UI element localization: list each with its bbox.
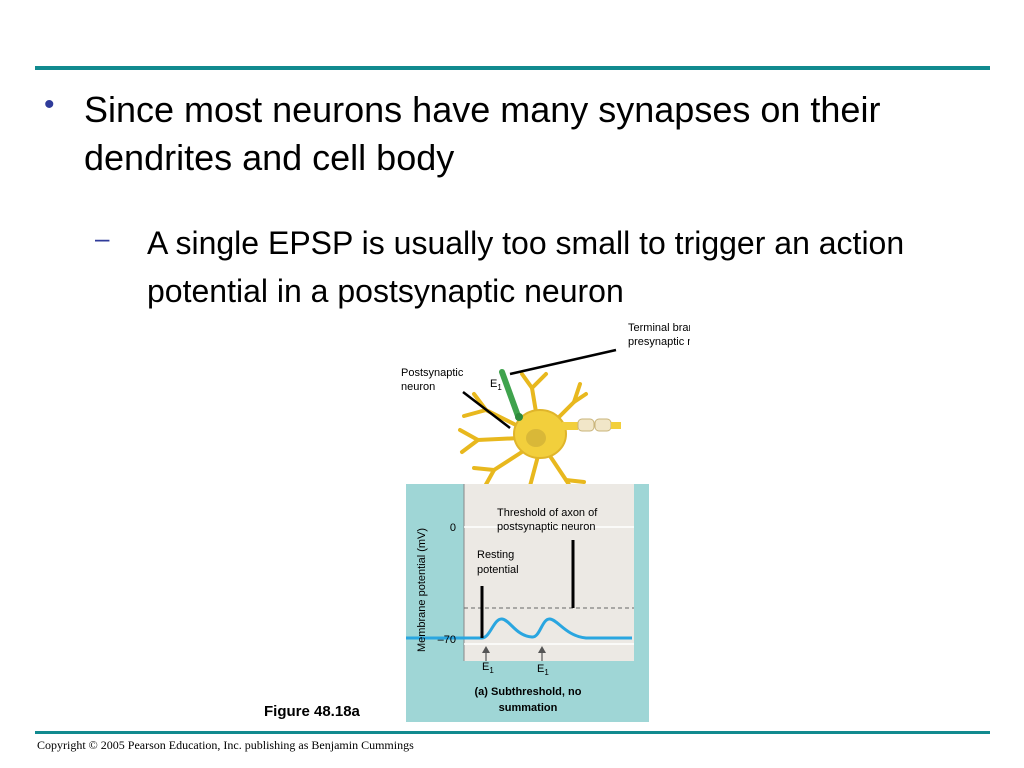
bottom-rule (35, 731, 990, 734)
resting-label-line2: potential (477, 564, 519, 576)
bullet-dot-icon: • (44, 88, 55, 122)
y-tick-minus70: –70 (438, 634, 456, 646)
terminal-pointer (510, 350, 616, 374)
dash-icon: – (95, 223, 109, 254)
postsyn-pointer (463, 392, 510, 428)
terminal-label-line1: Terminal branch of (628, 322, 690, 334)
resting-label-line1: Resting (477, 549, 514, 561)
bullet-text: Since most neurons have many synapses on… (84, 86, 984, 182)
epsp-figure: Terminal branch of presynaptic neuron Po… (390, 318, 690, 728)
axon (562, 419, 621, 431)
threshold-label-line2: postsynaptic neuron (497, 521, 595, 533)
presynaptic-terminal (502, 372, 518, 416)
y-tick-0: 0 (450, 522, 456, 534)
y-axis-label: Membrane potential (mV) (416, 528, 428, 652)
copyright-text: Copyright © 2005 Pearson Education, Inc.… (37, 738, 414, 753)
e1-label: E1 (490, 378, 502, 392)
sub-bullet-text: A single EPSP is usually too small to tr… (147, 219, 987, 315)
threshold-label-line1: Threshold of axon of (497, 507, 598, 519)
terminal-label-line2: presynaptic neuron (628, 336, 690, 348)
postsyn-label-line1: Postsynaptic (401, 367, 464, 379)
postsyn-label-line2: neuron (401, 381, 435, 393)
panel-caption-line1: (a) Subthreshold, no (475, 686, 582, 698)
neuron-illustration (460, 350, 621, 504)
graph-panel: Threshold of axon of postsynaptic neuron… (406, 484, 649, 722)
top-rule (35, 66, 990, 70)
nucleus (526, 429, 546, 447)
panel-caption-line2: summation (499, 702, 558, 714)
figure-caption: Figure 48.18a (264, 703, 360, 720)
